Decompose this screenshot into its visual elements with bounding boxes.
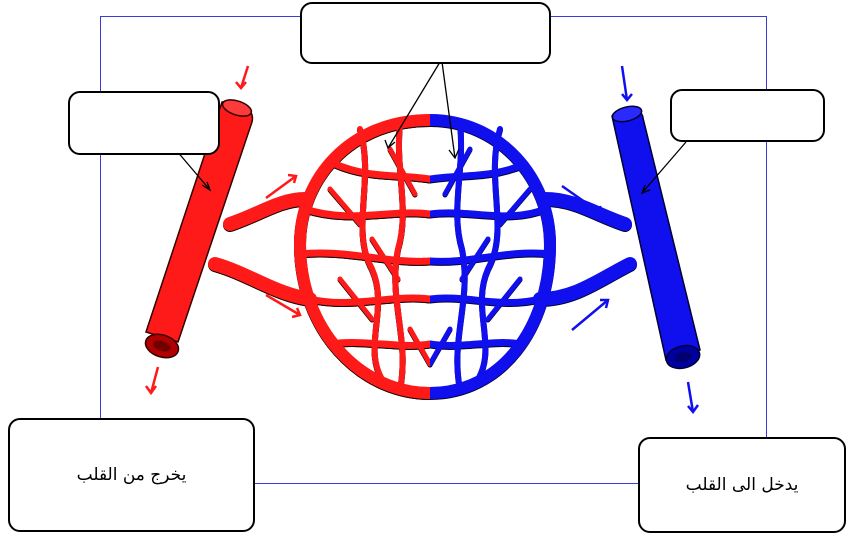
arterial-capillaries (215, 120, 430, 394)
vein-caption-box: يدخل الى القلب (638, 437, 846, 533)
artery-caption-box: يخرج من القلب (8, 418, 255, 532)
artery-label-box[interactable] (68, 91, 220, 155)
vein-label-box[interactable] (670, 89, 825, 142)
artery-caption-text: يخرج من القلب (76, 465, 187, 485)
pointer-lines (175, 61, 687, 195)
capillaries-label-box[interactable] (300, 2, 551, 64)
vein-caption-text: يدخل الى القلب (685, 475, 799, 495)
artery-vessel (144, 99, 254, 359)
flow-arrows (144, 65, 700, 415)
vein-vessel (611, 105, 701, 370)
